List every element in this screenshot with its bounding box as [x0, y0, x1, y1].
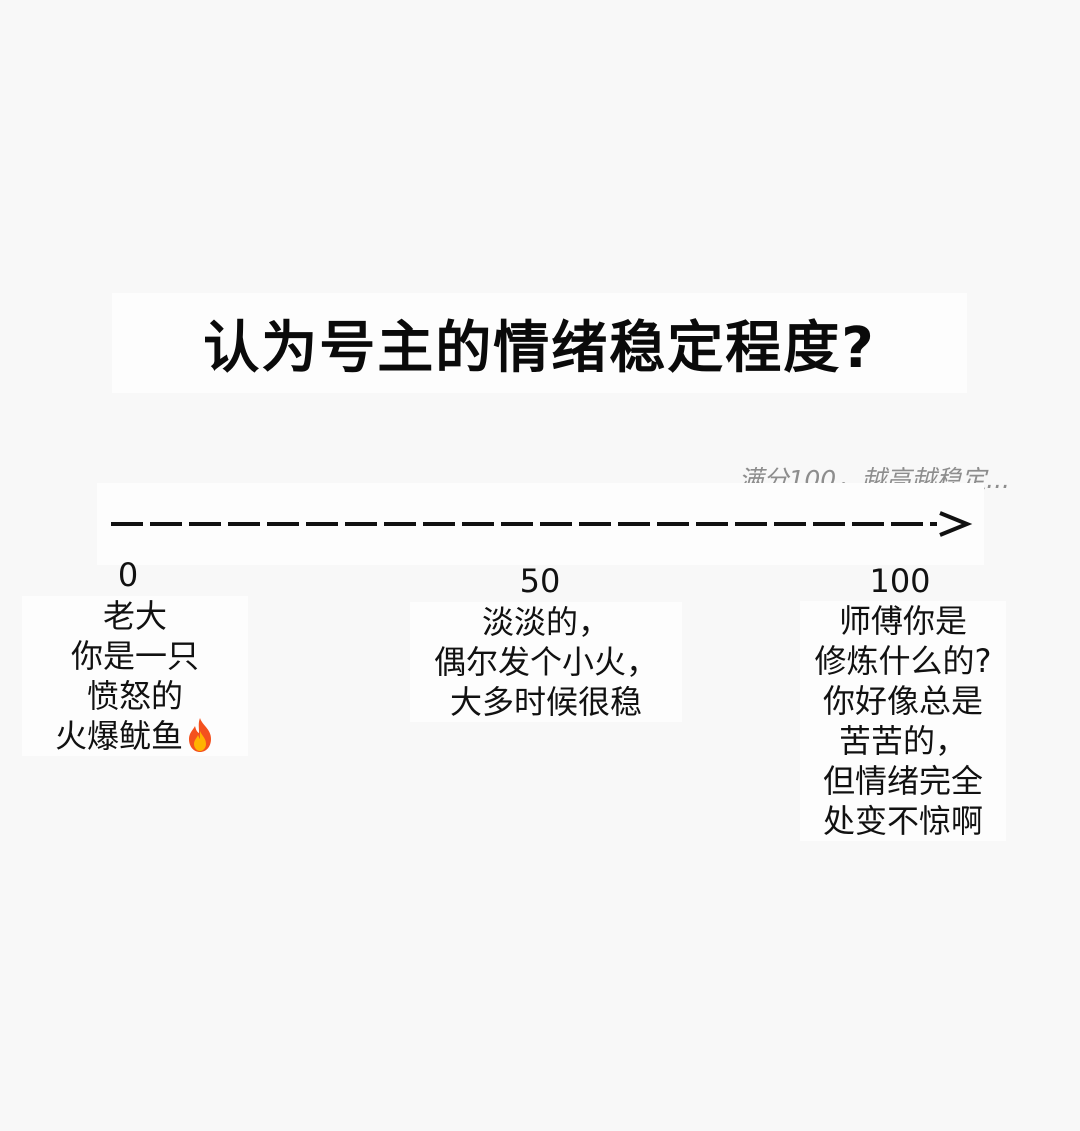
description-line: 大多时候很稳: [449, 683, 642, 721]
axis-arrow: [111, 511, 973, 537]
description-line: 偶尔发个小火，: [433, 643, 658, 681]
title-box: 认为号主的情绪稳定程度?: [112, 293, 967, 393]
description-line-text: 火爆鱿鱼: [54, 717, 183, 755]
tick-label-50: 50: [519, 562, 561, 600]
tick-description-100: 师傅你是 修炼什么的? 你好像总是 苦苦的， 但情绪完全 处变不惊啊: [800, 601, 1006, 841]
description-line: 处变不惊啊: [822, 802, 983, 840]
fire-icon: [189, 718, 211, 752]
tick-description-0: 老大 你是一只 愤怒的 火爆鱿鱼: [22, 596, 248, 756]
description-line: 你好像总是: [822, 682, 983, 720]
description-line: 淡淡的，: [481, 603, 610, 641]
axis-box: [97, 483, 984, 565]
description-line: 老大: [102, 597, 167, 635]
arrow-head-icon: [939, 511, 973, 537]
description-line: 火爆鱿鱼: [30, 716, 240, 756]
description-line: 苦苦的，: [838, 722, 967, 760]
description-line: 师傅你是: [838, 602, 967, 640]
tick-description-50: 淡淡的， 偶尔发个小火， 大多时候很稳: [410, 602, 682, 722]
tick-label-0: 0: [117, 556, 139, 594]
description-line: 但情绪完全: [822, 762, 983, 800]
description-line: 修炼什么的?: [814, 642, 992, 680]
page-title: 认为号主的情绪稳定程度?: [203, 315, 876, 381]
tick-label-100: 100: [869, 562, 931, 600]
description-line: 你是一只: [70, 637, 199, 675]
description-line: 愤怒的: [86, 677, 183, 715]
